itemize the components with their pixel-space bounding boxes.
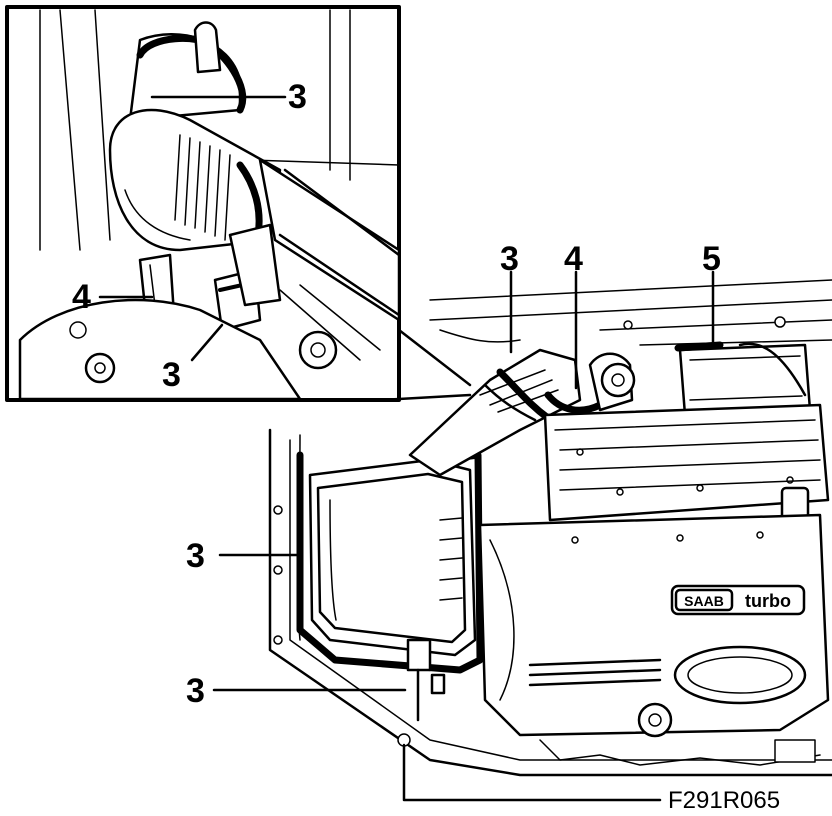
engine-bay-illustration: SAAB turbo — [268, 279, 832, 777]
figure-id: F291R065 — [668, 787, 780, 814]
brand-badge-turbo: turbo — [745, 591, 791, 611]
callout-leaders — [98, 95, 715, 802]
callout-3-filter-bottom: 3 — [186, 672, 205, 710]
callout-5-ecu: 5 — [702, 240, 721, 278]
callout-3-inset-top: 3 — [288, 78, 307, 116]
callout-labels: 3 4 3 3 4 5 3 3 — [72, 78, 721, 710]
callout-4-breather: 4 — [564, 240, 583, 278]
callout-3-inset-bottom: 3 — [162, 356, 181, 394]
brand-badge-saab: SAAB — [684, 593, 724, 609]
detail-inset — [5, 5, 472, 402]
callout-3-hose: 3 — [500, 240, 519, 278]
callout-4-inset: 4 — [72, 278, 91, 316]
callout-3-filter-side: 3 — [186, 537, 205, 575]
